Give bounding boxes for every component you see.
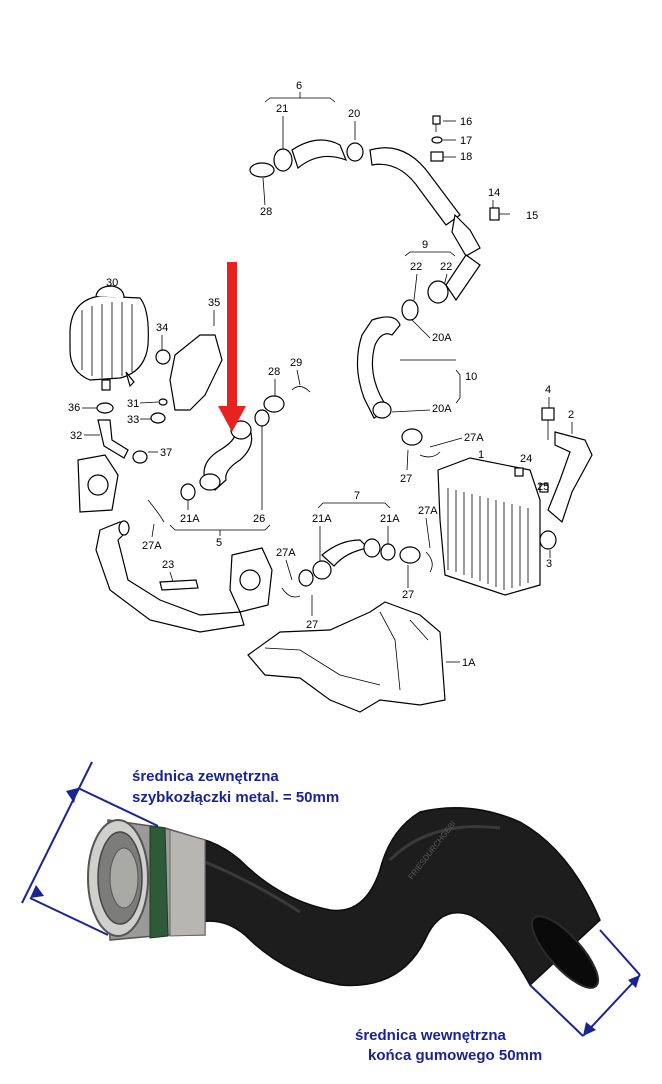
turbo-pipe: [77, 454, 245, 633]
label-33: 33: [127, 414, 139, 426]
label-14: 14: [488, 187, 500, 199]
label-34: 34: [156, 322, 168, 334]
label-37: 37: [160, 447, 172, 459]
label-17: 17: [460, 135, 472, 147]
label-4: 4: [545, 384, 551, 396]
mounting-bracket: [150, 334, 223, 424]
label-18: 18: [460, 151, 472, 163]
hose-10: [356, 316, 401, 419]
label-27A-center: 27A: [276, 547, 296, 559]
label-28-top: 28: [260, 206, 272, 218]
intercooler: [437, 457, 541, 596]
label-20A-upper: 20A: [432, 332, 452, 344]
upper-hose-assembly: [249, 139, 481, 257]
label-27-center: 27: [306, 619, 318, 631]
inner-diameter-dimension: [529, 929, 641, 1037]
red-arrow: [218, 262, 246, 432]
label-28-mid: 28: [268, 366, 280, 378]
inner-diameter-label-line1: średnica wewnętrzna: [355, 1027, 507, 1044]
label-2: 2: [568, 409, 574, 421]
bolt-stack: [430, 115, 444, 162]
outer-diameter-dimension: [21, 761, 159, 936]
highlighted-hose-5: [199, 418, 253, 491]
air-duct: [247, 601, 446, 713]
label-25: 25: [537, 481, 549, 493]
label-27-right: 27: [402, 589, 414, 601]
label-9: 9: [422, 239, 428, 251]
label-1A: 1A: [462, 657, 476, 669]
label-36: 36: [68, 402, 80, 414]
label-6: 6: [296, 80, 302, 92]
outer-diameter-label-line2: szybkozłączki metal. = 50mm: [132, 789, 339, 806]
hose-inner-end: [531, 915, 599, 989]
outer-diameter-label-line1: średnica zewnętrzna: [132, 768, 279, 785]
hose-photo: FRIESDURCHGEBI: [87, 807, 601, 989]
label-15: 15: [526, 210, 538, 222]
label-27A-left: 27A: [142, 540, 162, 552]
label-10: 10: [465, 371, 477, 383]
label-27-upper: 27: [400, 473, 412, 485]
label-22-right: 22: [440, 261, 452, 273]
exploded-view: 6 21 20 28 16 17 18 14: [68, 80, 593, 713]
rubber-hose: [149, 807, 601, 987]
label-22-left: 22: [410, 261, 422, 273]
label-27A-upper: 27A: [464, 432, 484, 444]
label-20: 20: [348, 108, 360, 120]
bracket-assembly: [514, 407, 593, 550]
label-26: 26: [253, 513, 265, 525]
label-23: 23: [162, 559, 174, 571]
label-21A-right: 21A: [380, 513, 400, 525]
label-31: 31: [127, 398, 139, 410]
label-35: 35: [208, 297, 220, 309]
label-30: 30: [106, 277, 118, 289]
label-21A-left: 21A: [180, 513, 200, 525]
label-21A-mid: 21A: [312, 513, 332, 525]
label-24: 24: [520, 453, 532, 465]
label-27A-far-right: 27A: [418, 505, 438, 517]
label-16: 16: [460, 116, 472, 128]
label-29: 29: [290, 357, 302, 369]
inner-diameter-label-line2: końca gumowego 50mm: [368, 1047, 542, 1064]
hose-7: [298, 538, 433, 587]
label-21: 21: [276, 103, 288, 115]
reservoir: [69, 285, 149, 391]
label-7: 7: [354, 490, 360, 502]
metal-connector: [87, 819, 206, 941]
label-5: 5: [216, 537, 222, 549]
label-32: 32: [70, 430, 82, 442]
label-3: 3: [546, 558, 552, 570]
label-20A-lower: 20A: [432, 403, 452, 415]
label-1: 1: [478, 449, 484, 461]
